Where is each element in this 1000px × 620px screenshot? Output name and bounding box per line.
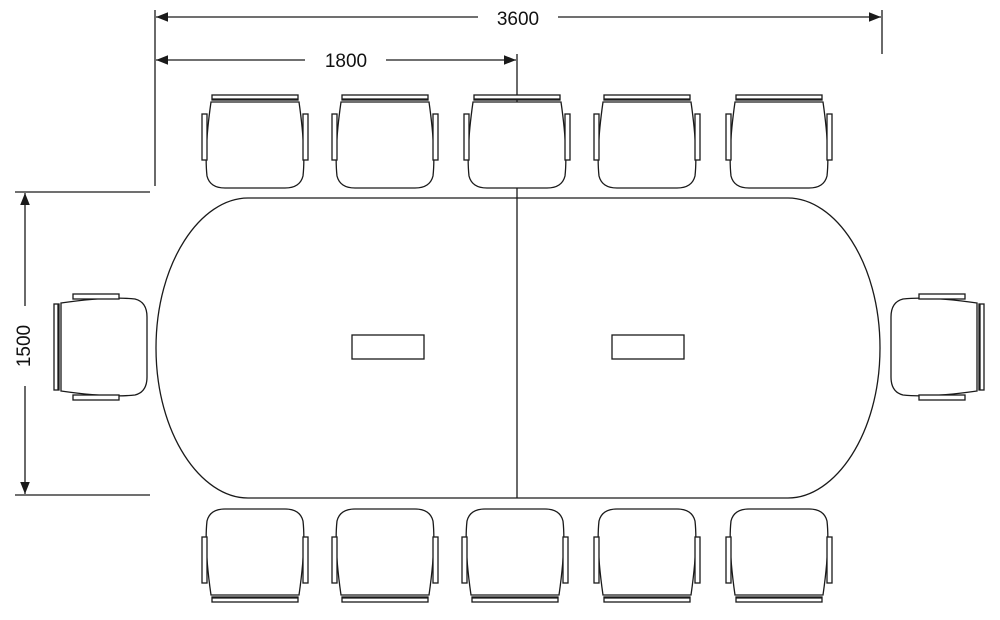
dimension-depth <box>15 191 150 496</box>
chairs-top-row <box>201 94 833 189</box>
chairs-bottom-row <box>201 508 833 603</box>
conference-table <box>155 186 881 499</box>
table-top <box>155 197 881 499</box>
power-box-left <box>351 334 425 360</box>
power-box-right <box>611 334 685 360</box>
dimension-label-half-width: 1800 <box>325 51 367 72</box>
chair-top-5 <box>725 94 833 189</box>
chair-bottom-4 <box>593 508 701 603</box>
chair-top-4 <box>593 94 701 189</box>
chair-left <box>53 293 148 401</box>
chair-top-2 <box>331 94 439 189</box>
dimension-label-total-width: 3600 <box>497 9 539 30</box>
chair-top-3 <box>463 94 571 189</box>
chair-top-1 <box>201 94 309 189</box>
chair-bottom-2 <box>331 508 439 603</box>
chair-bottom-1 <box>201 508 309 603</box>
chair-bottom-5 <box>725 508 833 603</box>
dimension-total-width <box>154 10 883 54</box>
dimension-label-depth: 1500 <box>14 325 35 367</box>
chair-right <box>890 293 985 401</box>
chair-bottom-3 <box>461 508 569 603</box>
